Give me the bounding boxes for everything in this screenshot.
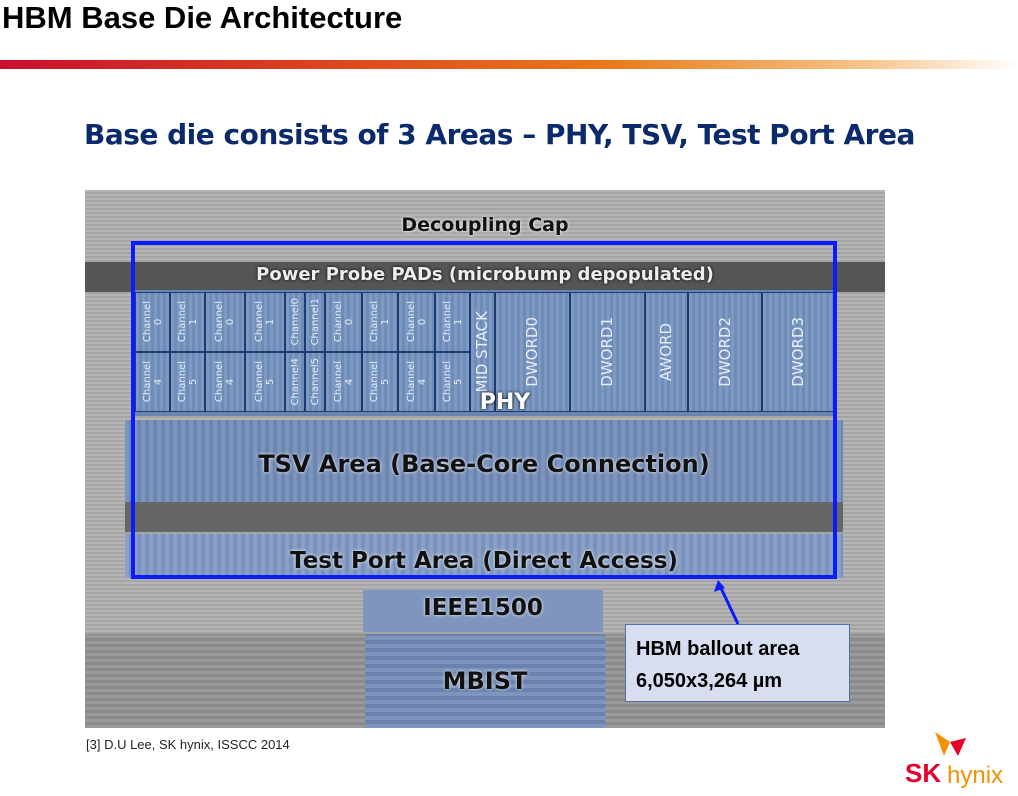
ballout-size: 6,050x3,264 µm [636, 670, 783, 692]
phy-label: PHY [479, 390, 531, 415]
ieee-label: IEEE1500 [423, 595, 543, 621]
channel-cell: Channel 1 [362, 292, 398, 352]
channel-cell: Channel 4 [135, 352, 170, 412]
channel-cell: Channel0 [285, 292, 305, 352]
test-port-area [125, 534, 843, 578]
test-port-label: Test Port Area (Direct Access) [290, 548, 678, 574]
channel-cell: Channel 0 [325, 292, 362, 352]
channel-cell: Channel 4 [398, 352, 435, 412]
channel-cell: Channel 0 [205, 292, 245, 352]
phy-block: DWORD3 [762, 292, 835, 412]
channel-cell: Channel 0 [135, 292, 170, 352]
probe-band [85, 262, 885, 292]
tsv-label: TSV Area (Base-Core Connection) [258, 450, 710, 478]
ballout-outline [131, 241, 837, 579]
channel-cell: Channel5 [305, 352, 325, 412]
tsv-area [125, 420, 843, 502]
ballout-callout: HBM ballout area 6,050x3,264 µm [625, 624, 850, 702]
mbist-label: MBIST [442, 667, 528, 695]
channel-cell: Channel 1 [435, 292, 470, 352]
channel-cell: Channel 0 [398, 292, 435, 352]
channel-cell: Channel 5 [170, 352, 205, 412]
reference: [3] D.U Lee, SK hynix, ISSCC 2014 [86, 737, 290, 752]
channel-cell: Channel 4 [205, 352, 245, 412]
phy-block: AWORD [645, 292, 688, 412]
ieee-block [363, 590, 603, 632]
probe-label: Power Probe PADs (microbump depopulated) [256, 264, 714, 285]
channel-cell: Channel 5 [362, 352, 398, 412]
callout-arrow [714, 580, 740, 625]
phy-block: DWORD1 [570, 292, 645, 412]
channel-cell: Channel 4 [325, 352, 362, 412]
phy-block: DWORD0 [495, 292, 570, 412]
channel-cell: Channel 1 [170, 292, 205, 352]
ballout-title: HBM ballout area [636, 638, 800, 660]
phy-block: MID STACK [470, 292, 495, 412]
channel-cell: Channel 5 [435, 352, 470, 412]
title-divider [0, 60, 1018, 69]
mbist-block [365, 634, 605, 728]
decap-label: Decoupling Cap [401, 214, 569, 236]
channel-cell: Channel1 [305, 292, 325, 352]
channel-cell: Channel 1 [245, 292, 285, 352]
butterfly-icon [935, 732, 966, 756]
channel-cell: Channel4 [285, 352, 305, 412]
phy-block: DWORD2 [688, 292, 762, 412]
die-photo: Decoupling Cap Power Probe PADs (microbu… [85, 190, 885, 728]
channel-cell: Channel 5 [245, 352, 285, 412]
gap-band [125, 502, 843, 532]
slide-title: HBM Base Die Architecture [2, 0, 403, 35]
sk-hynix-logo: SK hynix [905, 730, 1015, 790]
slide-subtitle: Base die consists of 3 Areas – PHY, TSV,… [84, 118, 915, 151]
